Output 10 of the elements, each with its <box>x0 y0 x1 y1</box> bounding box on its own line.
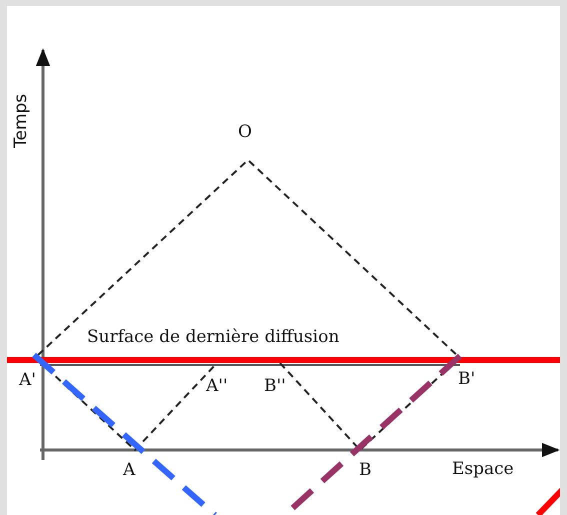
point-label: O <box>238 124 252 141</box>
point-label: A <box>123 462 136 479</box>
point-label: B' <box>458 371 476 388</box>
point-label: A' <box>19 372 36 389</box>
axis-label: Temps <box>13 94 30 148</box>
point-label: A'' <box>206 378 228 395</box>
surface-label: Surface de dernière diffusion <box>87 329 340 346</box>
point-label: B <box>359 462 372 479</box>
axis-label: Espace <box>452 461 514 478</box>
point-label: B'' <box>264 378 286 395</box>
